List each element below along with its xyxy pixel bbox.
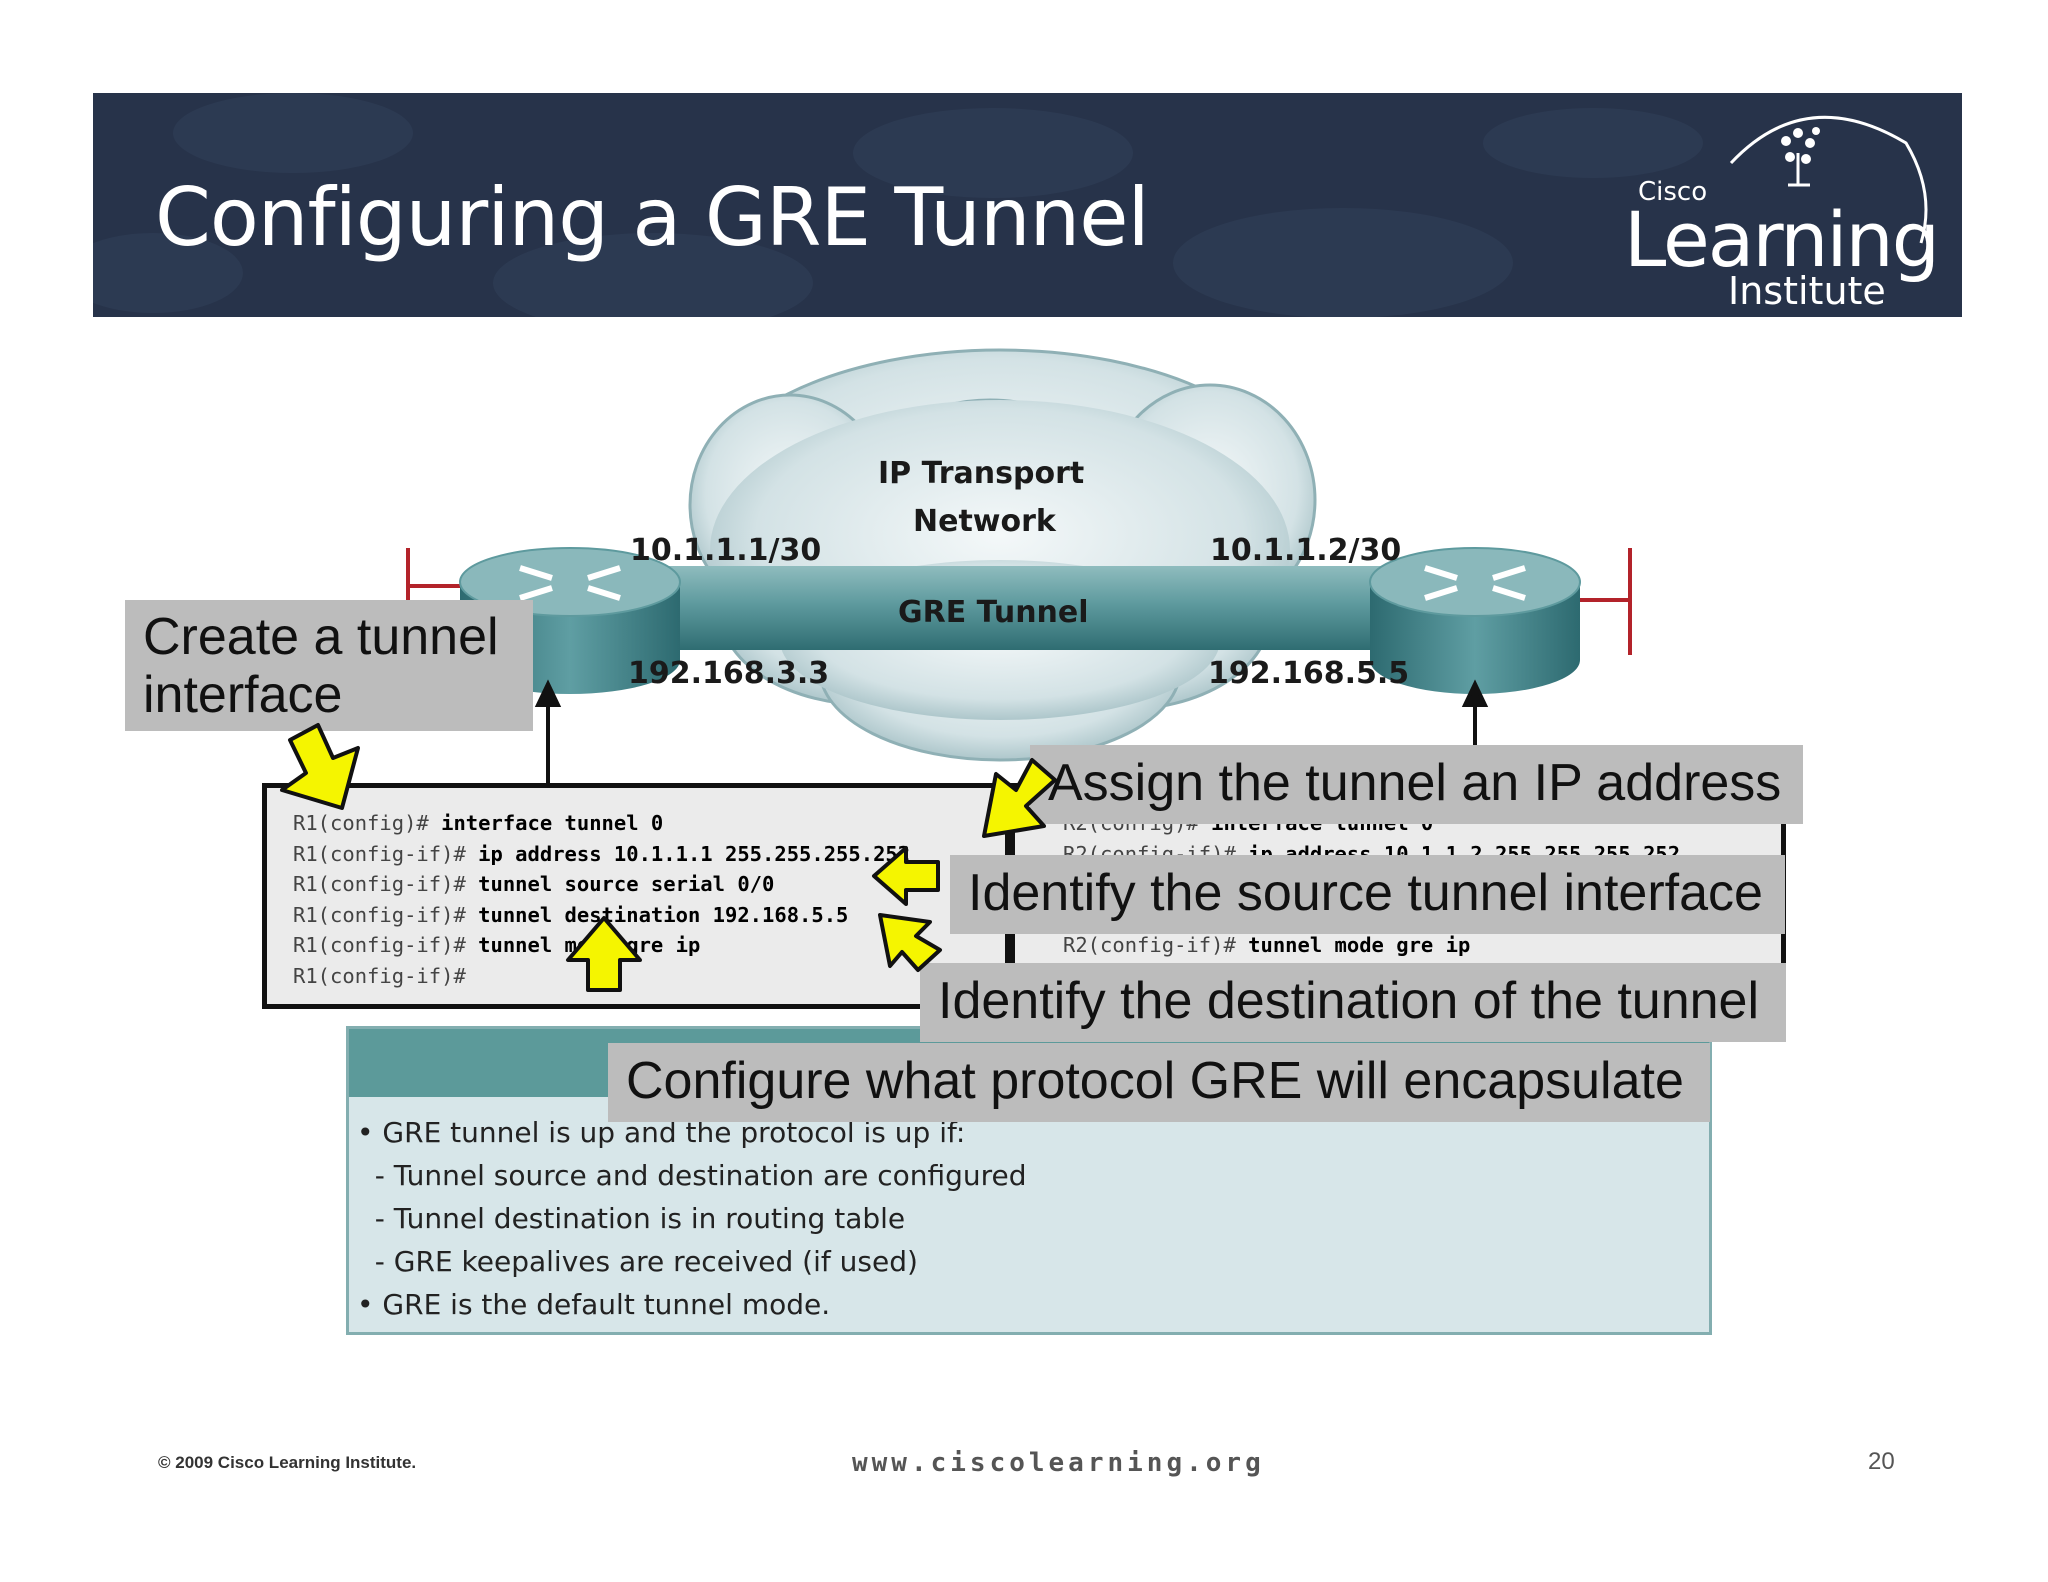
config-line: R1(config-if)# ip address 10.1.1.1 255.2… bbox=[293, 839, 910, 870]
r1-source-ip-label: 192.168.3.3 bbox=[628, 656, 829, 691]
info-list-item: • GRE is the default tunnel mode. bbox=[357, 1288, 831, 1321]
config-prompt: R1(config-if)# bbox=[293, 963, 466, 988]
slide-title: Configuring a GRE Tunnel bbox=[155, 171, 1150, 264]
config-pointer-arrows bbox=[534, 679, 1489, 785]
arrow-protocol-icon bbox=[566, 916, 642, 992]
router-r2-icon bbox=[1369, 547, 1581, 694]
logo-cisco-text: Cisco bbox=[1638, 177, 1708, 207]
arrow-assign-icon bbox=[982, 758, 1057, 838]
callout-encapsulation-protocol: Configure what protocol GRE will encapsu… bbox=[608, 1043, 1710, 1122]
callout-assign-ip: Assign the tunnel an IP address bbox=[1030, 745, 1803, 824]
r2-source-ip-label: 192.168.5.5 bbox=[1208, 656, 1409, 691]
callout-tunnel-destination: Identify the destination of the tunnel bbox=[920, 963, 1786, 1042]
header-texture bbox=[93, 93, 1703, 317]
config-command: tunnel destination 192.168.5.5 bbox=[478, 902, 849, 927]
config-prompt: R1(config-if)# bbox=[293, 841, 479, 866]
arrow-destination-icon bbox=[878, 913, 942, 972]
config-prompt: R1(config)# bbox=[293, 811, 442, 835]
config-command: interface tunnel 0 bbox=[441, 811, 664, 835]
page-number: 20 bbox=[1868, 1448, 1895, 1475]
r1-tunnel-ip-label: 10.1.1.1/30 bbox=[630, 533, 821, 568]
info-list-item: - Tunnel destination is in routing table bbox=[357, 1202, 906, 1235]
arrow-source-icon bbox=[872, 846, 940, 906]
config-command: tunnel mode gre ip bbox=[1248, 933, 1471, 957]
footer-url: www.ciscolearning.org bbox=[852, 1448, 1265, 1478]
info-list-item: - Tunnel source and destination are conf… bbox=[357, 1159, 1027, 1192]
config-command: tunnel source serial 0/0 bbox=[478, 872, 775, 896]
callout-source-interface: Identify the source tunnel interface bbox=[950, 855, 1785, 934]
slide-header: Configuring a GRE Tunnel Cisco Learning … bbox=[93, 93, 1962, 317]
cloud-label-line1: IP Transport bbox=[878, 456, 1084, 491]
callout-create-tunnel: Create a tunnel interface bbox=[125, 600, 533, 731]
config-line: R1(config)# interface tunnel 0 bbox=[293, 808, 910, 839]
config-line: R2(config-if)# tunnel mode gre ip bbox=[1063, 930, 1680, 961]
config-prompt: R1(config-if)# bbox=[293, 872, 479, 896]
cloud-label-line2: Network bbox=[913, 504, 1057, 539]
config-line: R1(config-if)# bbox=[293, 961, 910, 992]
config-prompt: R1(config-if)# bbox=[293, 902, 479, 927]
logo-institute-text: Institute bbox=[1728, 269, 1886, 313]
footer-copyright: © 2009 Cisco Learning Institute. bbox=[158, 1453, 417, 1472]
config-command: ip address 10.1.1.1 255.255.255.252 bbox=[478, 841, 911, 866]
r2-tunnel-ip-label: 10.1.1.2/30 bbox=[1210, 533, 1401, 568]
logo-arc-icon bbox=[1729, 115, 1928, 244]
info-list-item: - GRE keepalives are received (if used) bbox=[357, 1245, 918, 1278]
cisco-learning-logo: Cisco Learning Institute bbox=[1576, 103, 1940, 313]
arrow-create-icon bbox=[280, 723, 360, 810]
logo-learning-text: Learning bbox=[1624, 195, 1940, 284]
config-line: R1(config-if)# tunnel source serial 0/0 bbox=[293, 869, 910, 900]
config-prompt: R1(config-if)# bbox=[293, 933, 479, 957]
config-prompt: R2(config-if)# bbox=[1063, 933, 1249, 957]
gre-tunnel-label: GRE Tunnel bbox=[898, 595, 1089, 630]
config-line: R1(config-if)# tunnel destination 192.16… bbox=[293, 900, 910, 931]
